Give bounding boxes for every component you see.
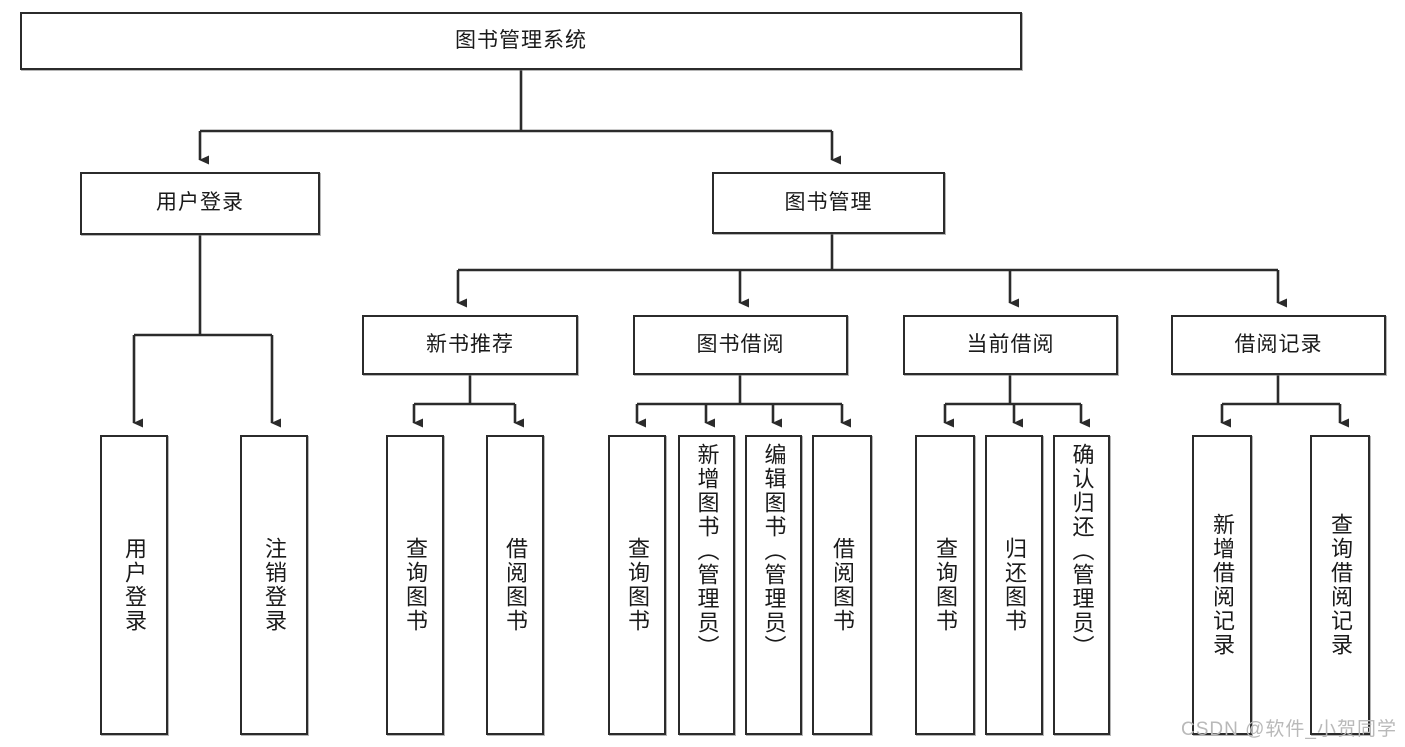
leaf-logout-login[interactable]: 注销登录 (240, 435, 308, 735)
leaf-add-record-label: 新增借阅记录 (1210, 513, 1235, 657)
leaf-confirm-return[interactable]: 确认归还（管理员） (1053, 435, 1110, 735)
leaf-user-login[interactable]: 用户登录 (100, 435, 168, 735)
node-borrow-record-label: 借阅记录 (1234, 332, 1323, 356)
node-book-borrow-label: 图书借阅 (696, 332, 785, 356)
node-current-borrow-label: 当前借阅 (966, 332, 1055, 356)
node-book-management-label: 图书管理 (784, 190, 873, 214)
leaf-query-record-label: 查询借阅记录 (1328, 513, 1353, 657)
node-book-borrow[interactable]: 图书借阅 (633, 315, 848, 375)
leaf-confirm-return-label: 确认归还（管理员） (1069, 443, 1095, 659)
node-new-book-recommend[interactable]: 新书推荐 (362, 315, 578, 375)
leaf-return-book-label: 归还图书 (1002, 537, 1027, 633)
node-root-label: 图书管理系统 (455, 28, 587, 52)
leaf-borrow-book-1[interactable]: 借阅图书 (486, 435, 544, 735)
node-new-book-recommend-label: 新书推荐 (426, 332, 514, 356)
leaf-query-record[interactable]: 查询借阅记录 (1310, 435, 1370, 735)
leaf-query-book-1-label: 查询图书 (403, 537, 428, 633)
leaf-add-book[interactable]: 新增图书（管理员） (678, 435, 735, 735)
leaf-add-record[interactable]: 新增借阅记录 (1192, 435, 1252, 735)
leaf-logout-login-label: 注销登录 (262, 537, 287, 633)
leaf-query-book-3-label: 查询图书 (933, 537, 958, 633)
node-root-book-management-system[interactable]: 图书管理系统 (20, 12, 1022, 70)
node-book-management[interactable]: 图书管理 (712, 172, 945, 234)
node-user-login[interactable]: 用户登录 (80, 172, 320, 235)
leaf-query-book-2-label: 查询图书 (625, 537, 650, 633)
csdn-watermark: CSDN @软件_小贺同学 (1181, 719, 1397, 740)
leaf-borrow-book-2[interactable]: 借阅图书 (812, 435, 872, 735)
leaf-user-login-label: 用户登录 (122, 537, 147, 633)
node-current-borrow[interactable]: 当前借阅 (903, 315, 1118, 375)
leaf-edit-book-label: 编辑图书（管理员） (761, 443, 787, 659)
node-user-login-label: 用户登录 (156, 191, 244, 215)
node-borrow-record[interactable]: 借阅记录 (1171, 315, 1386, 375)
leaf-query-book-1[interactable]: 查询图书 (386, 435, 444, 735)
leaf-query-book-3[interactable]: 查询图书 (915, 435, 975, 735)
leaf-edit-book[interactable]: 编辑图书（管理员） (745, 435, 802, 735)
leaf-return-book[interactable]: 归还图书 (985, 435, 1043, 735)
leaf-borrow-book-1-label: 借阅图书 (503, 537, 528, 633)
leaf-query-book-2[interactable]: 查询图书 (608, 435, 666, 735)
leaf-borrow-book-2-label: 借阅图书 (830, 537, 855, 633)
leaf-add-book-label: 新增图书（管理员） (694, 443, 720, 659)
